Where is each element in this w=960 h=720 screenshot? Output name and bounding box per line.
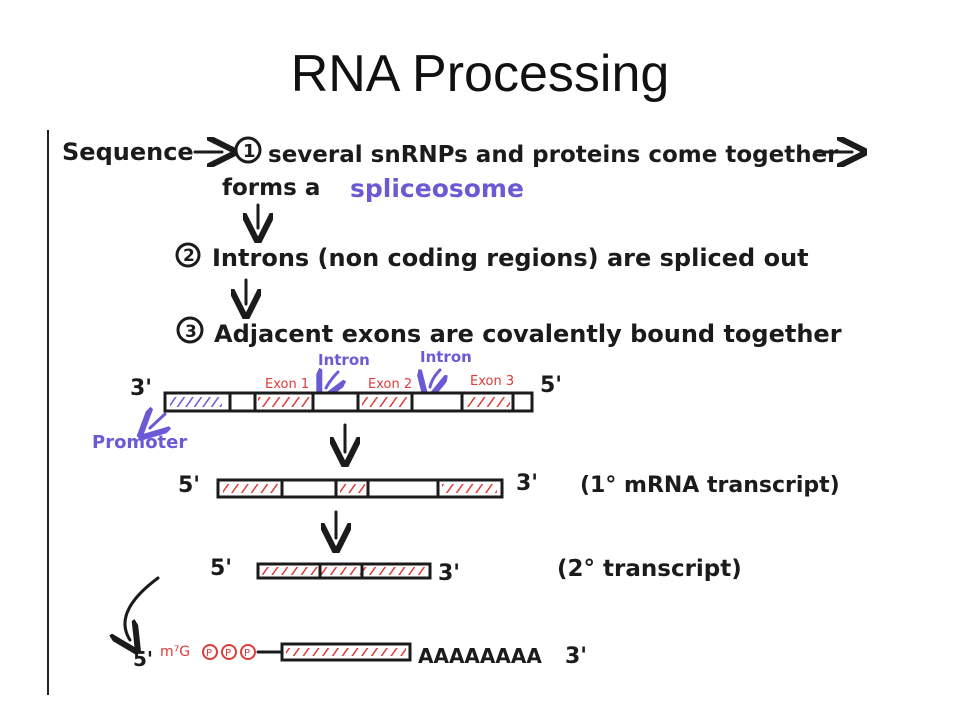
top-strand-3prime: 3' (130, 376, 152, 401)
mature-5prime: 5' (133, 647, 153, 671)
primary-5prime: 5' (178, 473, 200, 498)
primary-exon2 (340, 484, 365, 493)
step1-text: several snRNPs and proteins come togethe… (268, 142, 839, 168)
left-rule (47, 130, 49, 695)
mature-exons (286, 648, 406, 656)
intron-label-1: Intron (318, 351, 370, 369)
step2-circle (175, 242, 201, 268)
primary-label: (1° mRNA transcript) (580, 473, 840, 498)
exon2-label: Exon 2 (368, 377, 412, 392)
promoter-region (170, 397, 222, 407)
step3-number: 3 (185, 322, 197, 342)
intron-arrow-1 (326, 372, 338, 388)
primary-3prime: 3' (516, 471, 538, 496)
svg-text:P: P (206, 648, 212, 659)
spliceosome-label: spliceosome (350, 174, 524, 203)
sequence-label: Sequence (62, 138, 194, 166)
step3-text: Adjacent exons are covalently bound toge… (214, 320, 842, 348)
promoter-arrow (150, 414, 165, 428)
exon3-label: Exon 3 (470, 374, 514, 389)
svg-text:P: P (225, 648, 231, 659)
exon2-region (362, 397, 408, 407)
primary-exon1 (223, 484, 278, 493)
secondary-3prime: 3' (438, 561, 460, 586)
promoter-label: Promoter (92, 432, 187, 453)
exon1-region (258, 397, 310, 407)
exon1-label: Exon 1 (265, 377, 309, 392)
cap-label: m⁷G (160, 644, 190, 660)
primary-exon3 (442, 484, 497, 493)
poly-a-tail: AAAAAAAA (418, 644, 542, 668)
slide-title: RNA Processing (290, 45, 670, 103)
intron-label-2: Intron (420, 348, 472, 366)
step1-continued: forms a (222, 175, 320, 201)
dna-strand (163, 391, 534, 413)
step3-circle (176, 316, 204, 344)
mature-3prime: 3' (565, 644, 587, 669)
step1-number: 1 (243, 141, 256, 162)
curved-arrow (125, 576, 160, 640)
triphosphate-bridge: P P P (202, 644, 256, 660)
svg-text:P: P (244, 648, 250, 659)
top-strand-5prime: 5' (540, 373, 562, 398)
step2-text: Introns (non coding regions) are spliced… (212, 244, 809, 272)
secondary-label: (2° transcript) (557, 556, 742, 582)
secondary-exons (262, 567, 426, 575)
step2-number: 2 (183, 246, 195, 266)
intron-arrow-2 (430, 368, 440, 387)
exon3-region (466, 397, 510, 407)
step1-circle (234, 136, 262, 164)
secondary-5prime: 5' (210, 556, 232, 581)
